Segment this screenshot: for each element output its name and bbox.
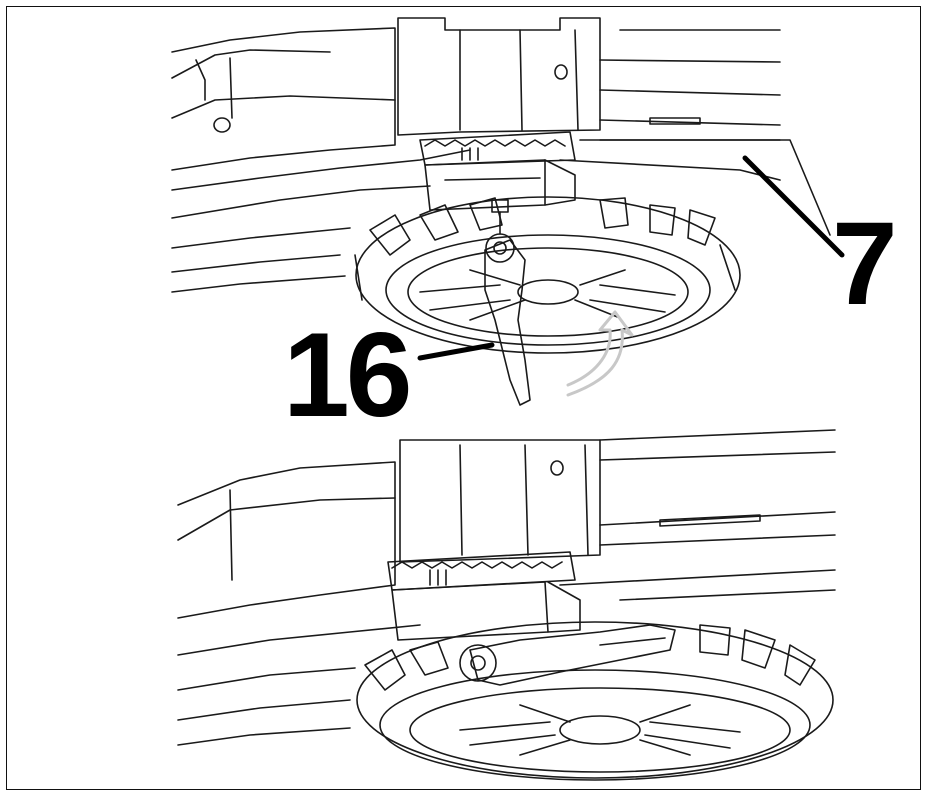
gear-sector-top	[419, 131, 576, 166]
bottom-panel-drawing	[177, 429, 836, 781]
leader-line-16	[417, 342, 495, 361]
deck-body-bottom	[177, 461, 396, 619]
leader-line-7	[742, 155, 845, 258]
rotation-arrow	[566, 310, 634, 397]
housing-column-bottom	[399, 439, 601, 563]
gear-sector-bottom	[387, 551, 576, 591]
top-panel-drawing	[171, 17, 845, 406]
deck-body-top	[171, 27, 396, 171]
wheel-bottom	[356, 621, 834, 781]
lever-16-engaged	[459, 624, 676, 686]
housing-column-top	[397, 17, 601, 136]
wheel-top	[354, 196, 741, 354]
callout-part-16: 16	[283, 308, 412, 442]
callout-part-7: 7	[832, 198, 898, 330]
lever-16-released	[484, 199, 531, 406]
